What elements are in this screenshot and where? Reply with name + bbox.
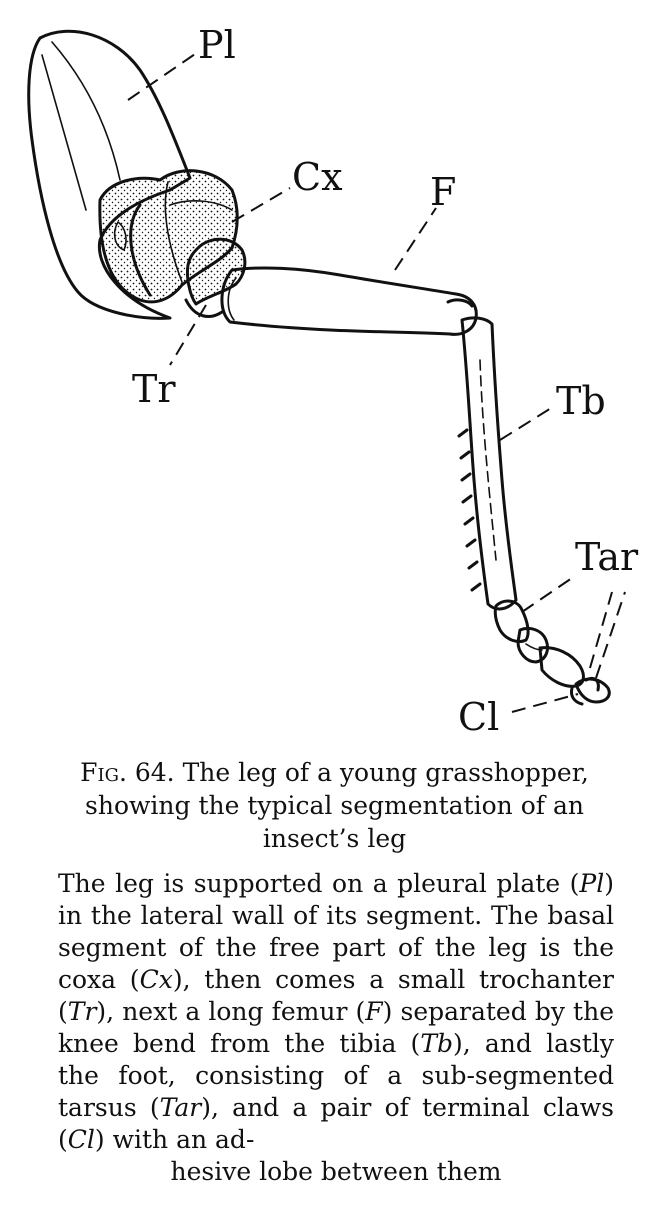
tarsus	[493, 599, 585, 688]
caption-title-line3: insect’s leg	[262, 824, 407, 853]
tibia	[457, 316, 518, 611]
grasshopper-leg-diagram: Pl Cx F Tr Tb Tar Cl	[27, 23, 639, 739]
trochanter	[184, 237, 247, 318]
label-tb: Tb	[556, 379, 606, 423]
tibial-spines	[457, 428, 482, 592]
abbr-tr: Tr	[67, 997, 97, 1026]
femur	[220, 266, 478, 336]
abbr-tb: Tb	[420, 1029, 453, 1058]
label-pl: Pl	[198, 23, 236, 67]
claws	[570, 676, 611, 706]
desc-text: ), next a long femur (	[96, 997, 366, 1026]
label-tr: Tr	[132, 367, 176, 411]
desc-text: ) in the lateral wall of its segment. Th…	[58, 869, 614, 994]
leader-lines	[127, 51, 626, 713]
desc-text: ) with an ad-	[94, 1125, 255, 1154]
label-cx: Cx	[292, 155, 343, 199]
desc-text: The leg is supported on a pleural plate …	[58, 869, 580, 898]
abbr-f: F	[365, 997, 383, 1026]
figure-number: Fig. 64.	[80, 758, 175, 787]
abbr-tar: Tar	[159, 1093, 202, 1122]
label-f: F	[430, 170, 456, 214]
desc-text: ), and lastly the foot, consisting of a …	[58, 1029, 614, 1122]
desc-last-line: hesive lobe between them	[170, 1157, 502, 1186]
desc-text: ), and a pair of terminal claws (	[58, 1093, 614, 1154]
desc-text: ), then comes a small trochanter (	[58, 965, 614, 1026]
caption-title-line2: showing the typical segmentation of an	[85, 791, 584, 820]
abbr-cl: Cl	[67, 1125, 95, 1154]
label-tar: Tar	[575, 535, 639, 579]
figure-description: The leg is supported on a pleural plate …	[58, 868, 614, 1188]
figure-caption: Fig. 64. The leg of a young grasshopper,…	[52, 756, 617, 855]
label-cl: Cl	[458, 695, 499, 739]
desc-text: ) separated by the knee bend from the ti…	[58, 997, 614, 1058]
caption-title-line1: The leg of a young grasshopper,	[182, 758, 589, 787]
abbr-pl: Pl	[579, 869, 605, 898]
abbr-cx: Cx	[139, 965, 173, 994]
